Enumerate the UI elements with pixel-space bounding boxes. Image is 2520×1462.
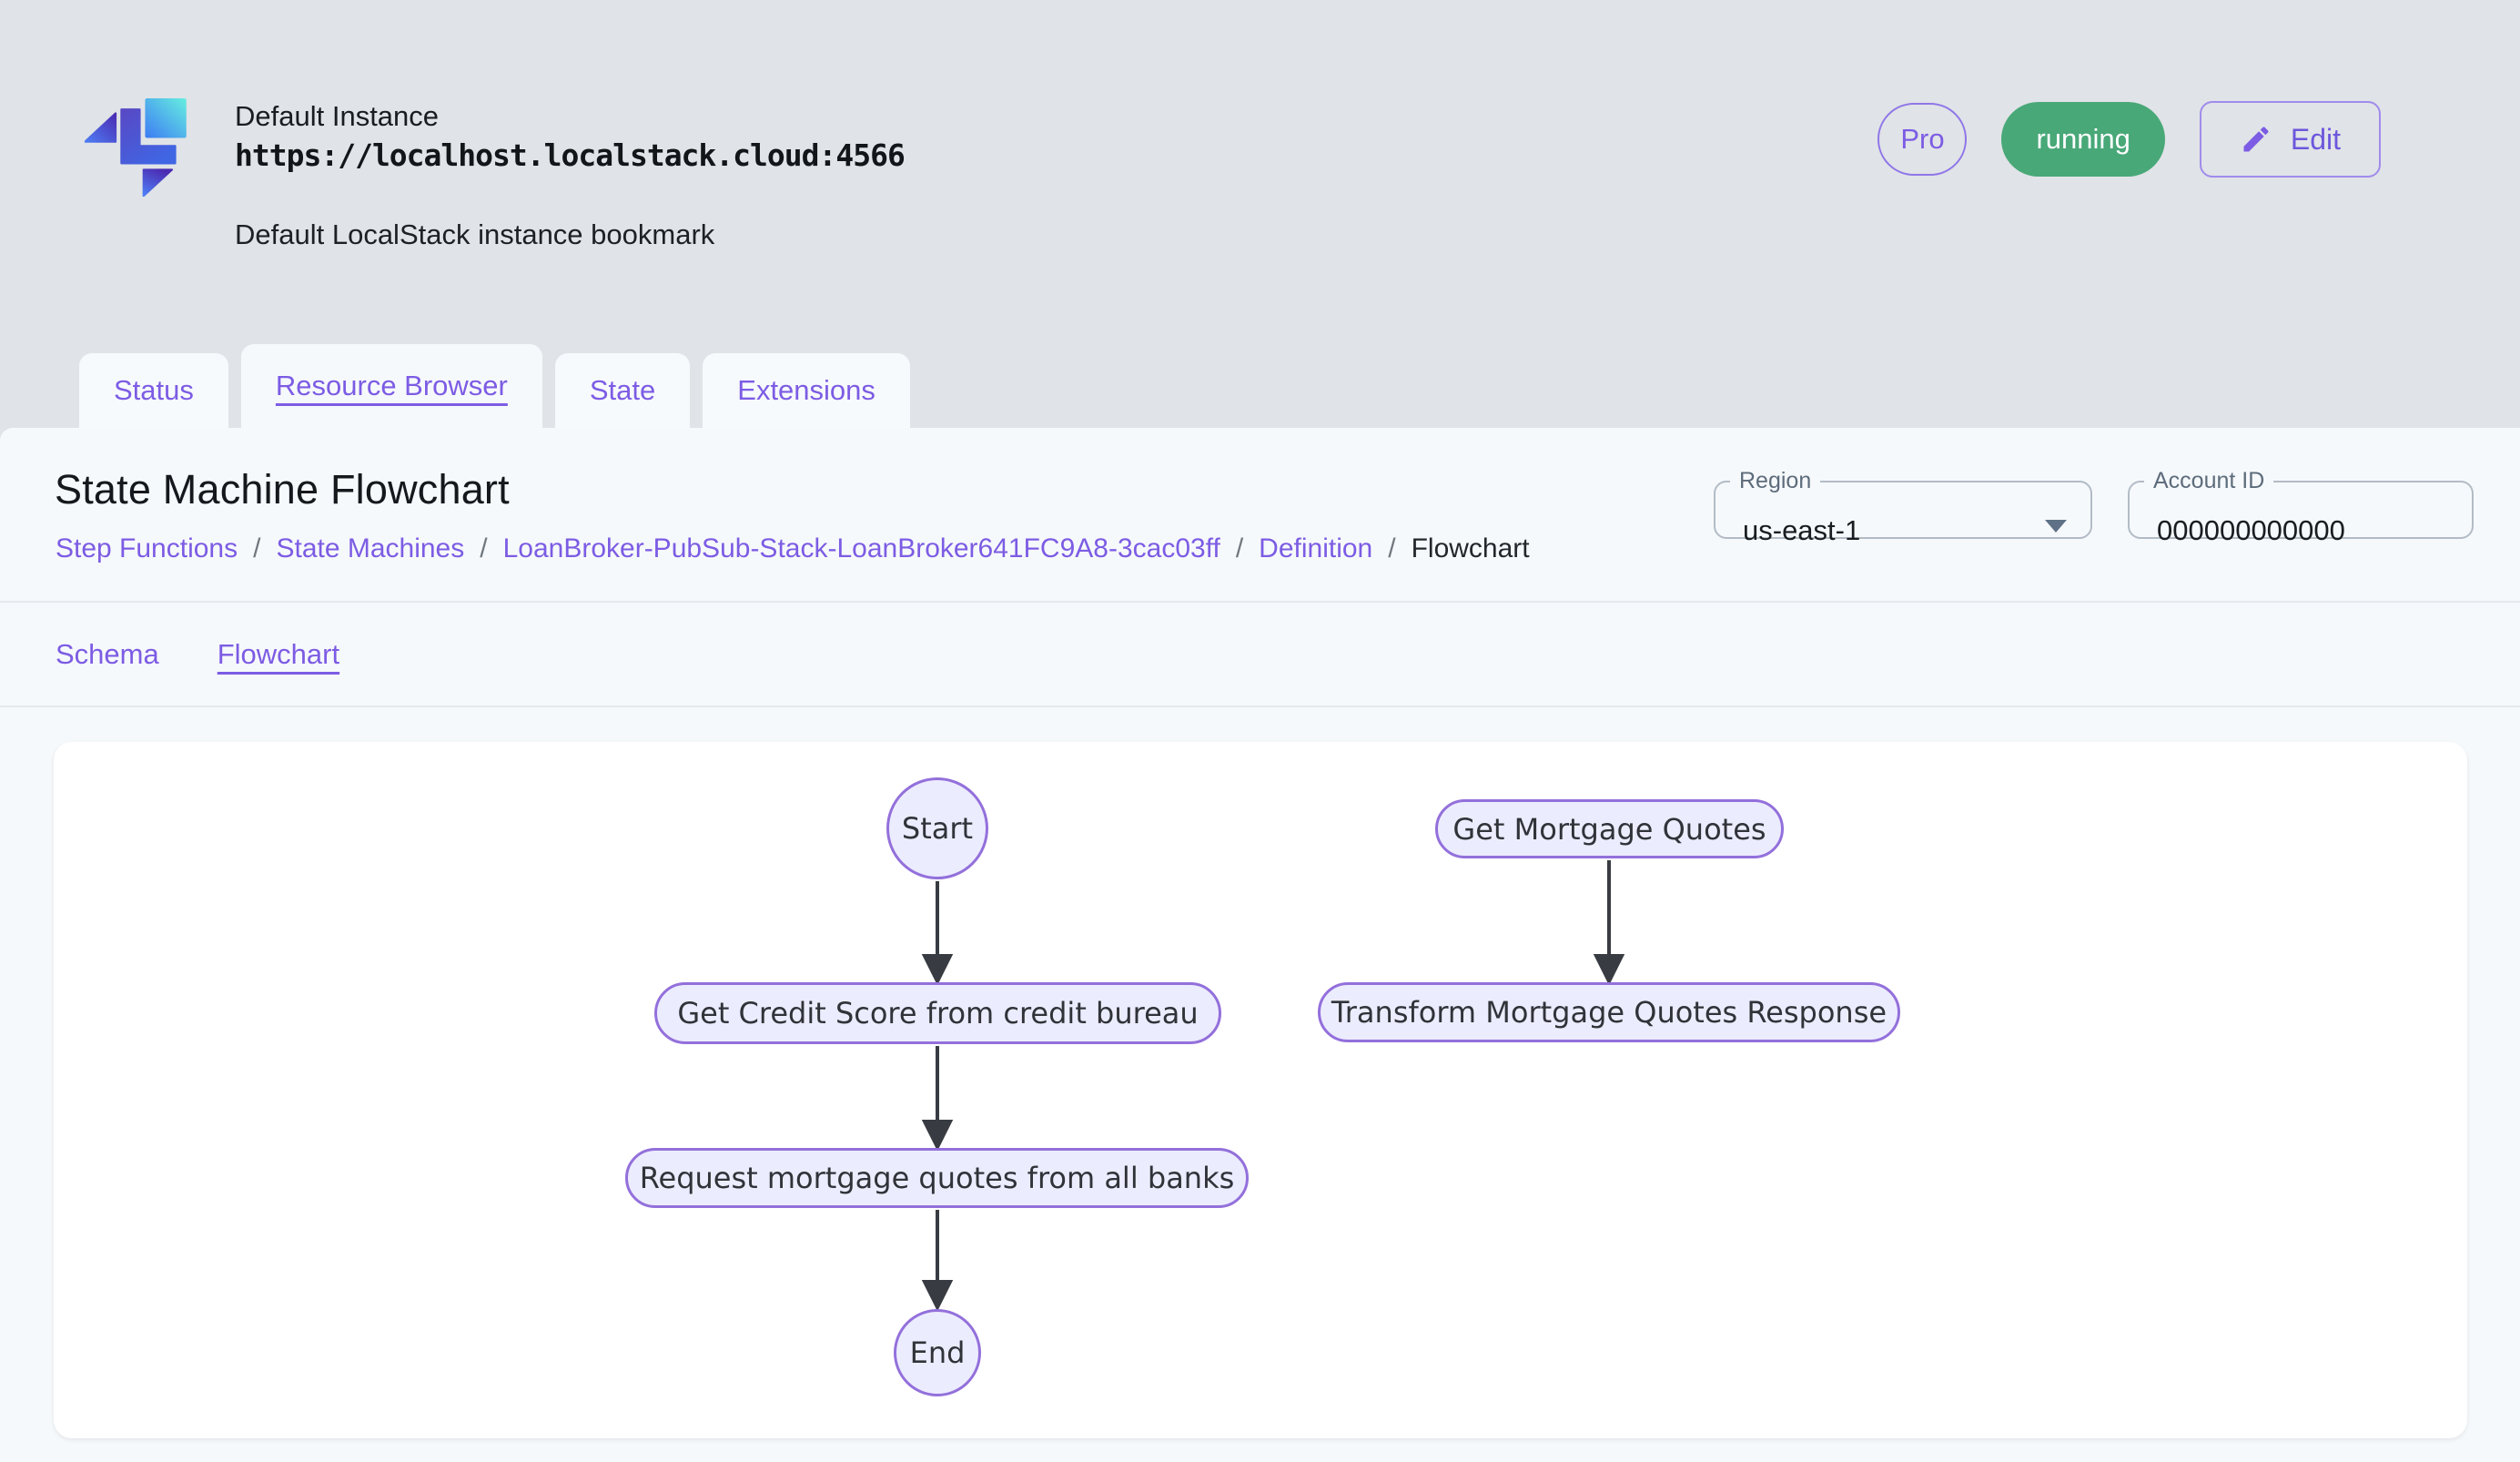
breadcrumb-definition[interactable]: Definition	[1259, 533, 1373, 563]
flowchart-edges	[921, 860, 1625, 1312]
breadcrumb-separator: /	[480, 533, 488, 563]
title-section: State Machine Flowchart Step Functions /…	[0, 428, 2520, 603]
flowchart-node-get-credit-score: Get Credit Score from credit bureau	[654, 982, 1221, 1044]
tab-extensions[interactable]: Extensions	[703, 353, 910, 428]
pro-badge: Pro	[1877, 103, 1968, 176]
breadcrumb: Step Functions / State Machines / LoanBr…	[56, 533, 1530, 564]
localstack-logo	[85, 98, 187, 197]
account-id-field: Account ID	[2128, 468, 2474, 547]
edit-button[interactable]: Edit	[2199, 101, 2381, 178]
instance-description: Default LocalStack instance bookmark	[235, 218, 715, 250]
subtab-schema[interactable]: Schema	[56, 637, 159, 670]
subtab-flowchart[interactable]: Flowchart	[217, 637, 340, 670]
flowchart-node-end: End	[894, 1309, 981, 1396]
flowchart-node-start: Start	[886, 777, 988, 879]
breadcrumb-flowchart: Flowchart	[1411, 533, 1530, 563]
breadcrumb-separator: /	[1388, 533, 1396, 563]
instance-name: Default Instance	[235, 100, 440, 132]
content-panel: State Machine Flowchart Step Functions /…	[0, 428, 2520, 1462]
breadcrumb-state-machine-id[interactable]: LoanBroker-PubSub-Stack-LoanBroker641FC9…	[502, 533, 1220, 563]
tab-status[interactable]: Status	[79, 353, 228, 428]
running-status-badge: running	[2001, 102, 2165, 177]
account-id-label: Account ID	[2153, 468, 2265, 493]
region-value: us-east-1	[1743, 514, 1861, 546]
chevron-down-icon	[2045, 520, 2067, 533]
flowchart-node-transform-response: Transform Mortgage Quotes Response	[1318, 982, 1900, 1042]
pencil-icon	[2243, 127, 2269, 152]
region-select[interactable]: Region us-east-1	[1714, 468, 2092, 546]
region-label: Region	[1739, 468, 1812, 493]
tab-resource-browser[interactable]: Resource Browser	[240, 344, 542, 428]
header-actions: Pro running Edit	[1877, 100, 2381, 178]
instance-url: https://localhost.localstack.cloud:4566	[235, 137, 906, 173]
breadcrumb-state-machines[interactable]: State Machines	[276, 533, 465, 563]
breadcrumb-separator: /	[1235, 533, 1244, 563]
edit-button-label: Edit	[2290, 122, 2341, 156]
flowchart-canvas: Start Get Credit Score from credit burea…	[54, 742, 2467, 1438]
flowchart-node-get-mortgage-quotes: Get Mortgage Quotes	[1435, 799, 1784, 858]
flowchart-node-request-quotes: Request mortgage quotes from all banks	[625, 1148, 1249, 1208]
context-fields: Region us-east-1 Account ID	[1714, 468, 2474, 547]
breadcrumb-separator: /	[253, 533, 261, 563]
page-title: State Machine Flowchart	[55, 466, 510, 513]
account-id-input[interactable]	[2157, 514, 2430, 547]
main-tabs: Status Resource Browser State Extensions	[79, 344, 910, 428]
breadcrumb-step-functions[interactable]: Step Functions	[56, 533, 238, 563]
definition-subtabs: Schema Flowchart	[0, 603, 2520, 707]
tab-state[interactable]: State	[554, 353, 691, 428]
